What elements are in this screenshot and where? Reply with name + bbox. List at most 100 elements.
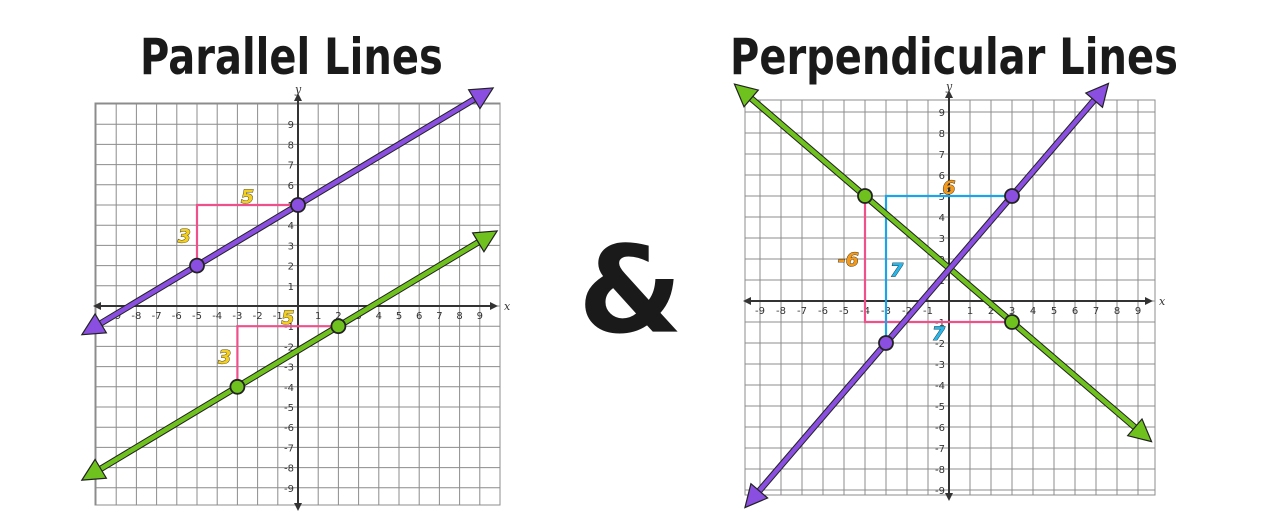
- rise-label: 3: [218, 347, 231, 369]
- slope-triangle-legs: [236, 325, 339, 387]
- y-tick-label: 8: [288, 140, 294, 151]
- green-line: [80, 230, 499, 481]
- x-tick-label: 5: [396, 311, 402, 322]
- line-body: [85, 89, 490, 334]
- ampersand-symbol: &: [578, 222, 683, 361]
- x-tick-label: -5: [192, 311, 202, 322]
- x-tick-label: -6: [818, 306, 828, 317]
- x-tick-label: -2: [253, 311, 263, 322]
- y-axis-name: y: [945, 80, 953, 93]
- line-point: [290, 197, 306, 213]
- x-tick-label: 3: [1009, 306, 1015, 317]
- arrowhead: [80, 458, 108, 481]
- y-tick-label: -2: [284, 342, 294, 353]
- arrowhead: [467, 87, 495, 110]
- run-label: 6: [942, 177, 955, 199]
- x-tick-label: -8: [131, 311, 141, 322]
- y-axis-arrow-negative: [294, 503, 302, 511]
- y-tick-label: -6: [284, 423, 294, 434]
- purple-line: [744, 82, 1110, 509]
- x-tick-label: -9: [755, 306, 765, 317]
- y-tick-label: -1: [935, 318, 945, 329]
- y-tick-label: 3: [939, 234, 945, 245]
- x-tick-label: -3: [232, 311, 242, 322]
- x-tick-label: 8: [456, 311, 462, 322]
- run-label: 7: [932, 323, 946, 345]
- line-body: [747, 86, 1107, 505]
- x-axis-name: x: [1159, 295, 1166, 308]
- y-tick-label: 7: [939, 150, 945, 161]
- line-point: [857, 188, 873, 204]
- x-tick-label: -4: [212, 311, 222, 322]
- arrowhead: [80, 312, 108, 336]
- x-tick-label: 5: [1051, 306, 1057, 317]
- y-tick-label: 6: [939, 171, 945, 182]
- y-tick-label: 3: [288, 241, 294, 252]
- arrowhead: [471, 230, 499, 253]
- slope-triangle: 76: [884, 177, 1012, 343]
- y-tick-label: 9: [939, 108, 945, 119]
- y-axis-arrow: [945, 90, 953, 98]
- green-line: [733, 83, 1153, 443]
- run-label: 5: [241, 186, 254, 208]
- slope-triangle-legs: [195, 203, 298, 266]
- y-tick-label: -4: [935, 381, 945, 392]
- y-axis-arrow: [294, 93, 302, 101]
- x-tick-label: 6: [1072, 306, 1078, 317]
- purple-line: [80, 87, 495, 336]
- y-tick-label: -8: [935, 465, 945, 476]
- x-axis-arrow-negative: [93, 302, 101, 310]
- x-tick-label: -5: [839, 306, 849, 317]
- line-point: [189, 257, 205, 274]
- line-point: [878, 335, 894, 351]
- y-tick-label: 1: [288, 282, 294, 293]
- x-tick-label: 2: [335, 311, 341, 322]
- x-tick-label: 2: [988, 306, 994, 317]
- rise-label: 7: [890, 260, 904, 282]
- perpendicular-lines-title: Perpendicular Lines: [730, 28, 1178, 86]
- x-tick-label: -1: [273, 311, 283, 322]
- parallel-lines-title: Parallel Lines: [140, 28, 443, 86]
- y-tick-label: -5: [935, 402, 945, 413]
- y-tick-label: -7: [284, 443, 294, 454]
- rise-label: -6: [838, 249, 859, 271]
- y-tick-label: 7: [288, 161, 294, 172]
- slope-triangle-legs: [884, 194, 1012, 343]
- y-axis-arrow-negative: [945, 493, 953, 501]
- y-tick-label: -7: [935, 444, 945, 455]
- line-body: [85, 232, 494, 479]
- slope-triangle-legs: [863, 196, 1012, 324]
- x-tick-label: 4: [376, 311, 382, 322]
- y-tick-label: -3: [284, 363, 294, 374]
- y-tick-label: -4: [284, 383, 294, 394]
- x-tick-label: 6: [416, 311, 422, 322]
- x-tick-label: 4: [1030, 306, 1036, 317]
- y-tick-label: -9: [935, 486, 945, 497]
- x-axis-arrow: [1145, 297, 1153, 305]
- y-tick-label: 8: [939, 129, 945, 140]
- slope-triangle: 35: [177, 186, 298, 266]
- y-tick-label: -3: [935, 360, 945, 371]
- x-tick-label: -6: [172, 311, 182, 322]
- x-axis-arrow: [490, 302, 498, 310]
- x-tick-label: -2: [902, 306, 912, 317]
- y-tick-label: -5: [284, 403, 294, 414]
- y-tick-label: -1: [284, 322, 294, 333]
- arrowhead: [1126, 417, 1153, 443]
- y-tick-label: 4: [288, 221, 294, 232]
- line-point: [1004, 188, 1020, 204]
- x-tick-label: -7: [797, 306, 807, 317]
- line-point: [330, 318, 347, 335]
- y-tick-label: -2: [935, 339, 945, 350]
- rise-label: 3: [178, 225, 191, 247]
- x-axis-name: x: [504, 300, 511, 313]
- line-point: [1004, 314, 1020, 330]
- y-tick-label: 4: [939, 213, 945, 224]
- x-tick-label: -7: [152, 311, 162, 322]
- x-tick-label: 9: [477, 311, 483, 322]
- y-tick-label: -8: [284, 464, 294, 475]
- arrowhead: [1084, 82, 1110, 109]
